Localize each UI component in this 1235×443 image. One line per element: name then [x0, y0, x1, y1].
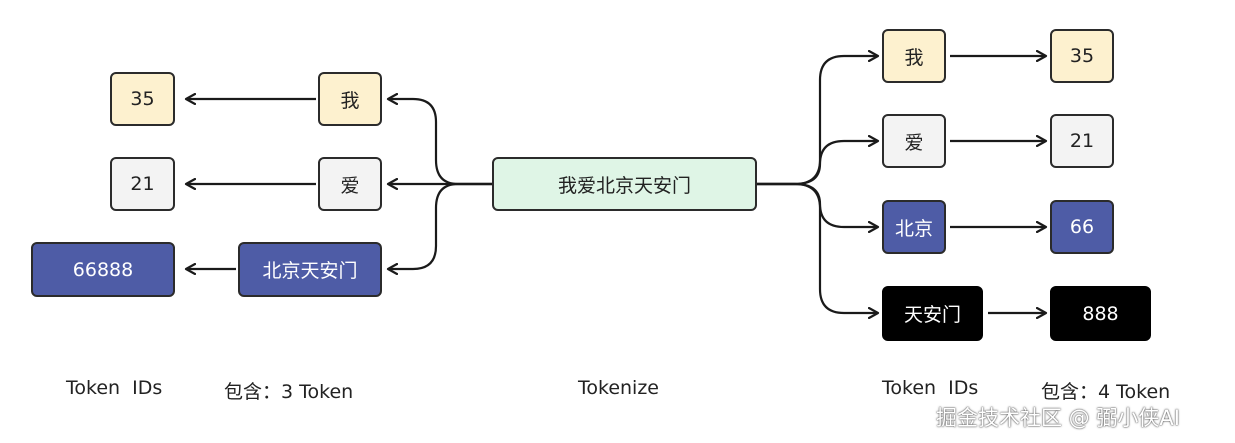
right-id-3: 66 — [1050, 200, 1114, 254]
branch-center-to-right-token-3 — [757, 182, 878, 227]
caption-tokenize: Tokenize — [578, 377, 660, 399]
left-token-3: 北京天安门 — [238, 242, 382, 297]
branch-center-to-left-token-1 — [388, 99, 492, 186]
right-token-3: 北京 — [882, 200, 946, 254]
branch-center-to-left-token-3 — [388, 182, 492, 269]
right-id-4: 888 — [1050, 286, 1151, 341]
caption-left-token-ids: Token IDs — [66, 377, 163, 399]
right-token-2: 爱 — [882, 114, 946, 168]
left-token-1: 我 — [318, 72, 382, 126]
right-id-1: 35 — [1050, 29, 1114, 83]
left-token-2: 爱 — [318, 157, 382, 211]
watermark: 掘金技术社区 @ 弼小侠AI — [936, 406, 1180, 430]
right-id-2: 21 — [1050, 114, 1114, 168]
caption-right-token-ids: Token IDs — [882, 377, 979, 399]
branch-center-to-right-token-2 — [757, 141, 878, 186]
caption-right-token-count: 包含：4 Token — [1041, 381, 1171, 403]
right-token-1: 我 — [882, 29, 946, 83]
caption-left-token-count: 包含：3 Token — [224, 381, 354, 403]
left-id-1: 35 — [110, 72, 175, 126]
left-id-3: 66888 — [31, 242, 175, 297]
right-token-4: 天安门 — [882, 286, 983, 341]
input-text-box: 我爱北京天安门 — [492, 157, 757, 211]
left-id-2: 21 — [110, 157, 175, 211]
branch-center-to-right-token-4 — [757, 182, 878, 313]
branch-center-to-right-token-1 — [757, 56, 878, 186]
